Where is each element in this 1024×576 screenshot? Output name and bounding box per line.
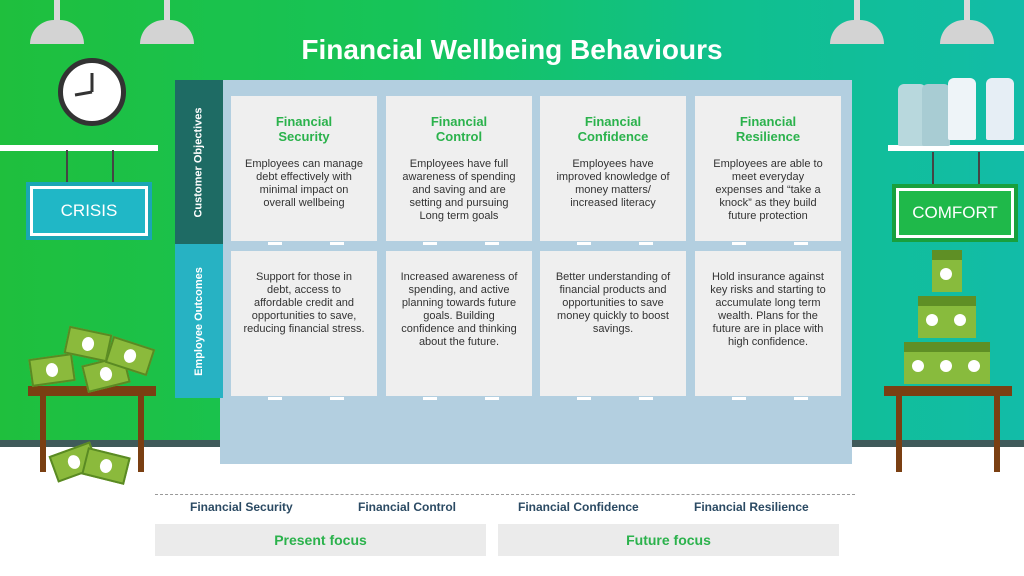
- savings-box-icon: [946, 296, 976, 338]
- savings-box-icon: [918, 296, 948, 338]
- footer-label-confidence: Financial Confidence: [518, 500, 639, 514]
- card-tab: [330, 397, 344, 400]
- floor: [0, 447, 1024, 576]
- savings-box-icon: [932, 250, 962, 292]
- card-tab: [577, 397, 591, 400]
- card-tab: [732, 397, 746, 400]
- outcome-card-confidence: Better understanding of financial produc…: [540, 251, 686, 396]
- footer-label-security: Financial Security: [190, 500, 293, 514]
- card-body: Support for those in debt, access to aff…: [243, 271, 365, 335]
- savings-box-icon: [932, 342, 962, 384]
- water-bottle-icon: [898, 84, 926, 146]
- card-tab: [485, 242, 499, 245]
- card-body: Employees have full awareness of spendin…: [402, 158, 516, 222]
- outcome-card-control: Increased awareness of spending, and act…: [386, 251, 532, 396]
- card-body: Better understanding of financial produc…: [555, 271, 671, 335]
- card-body: Increased awareness of spending, and act…: [400, 271, 518, 348]
- shelf-right: [888, 145, 1024, 151]
- future-focus-bar: Future focus: [498, 524, 839, 556]
- shelf-left: [0, 145, 158, 151]
- water-bottle-icon: [948, 78, 976, 140]
- card-tab: [423, 242, 437, 245]
- clock-icon: [58, 58, 126, 126]
- comfort-sign: COMFORT: [892, 184, 1018, 242]
- sign-hanger: [112, 150, 114, 188]
- outcome-card-security: Support for those in debt, access to aff…: [231, 251, 377, 396]
- savings-box-icon: [960, 342, 990, 384]
- card-body: Employees are able to meet everyday expe…: [713, 158, 823, 222]
- savings-box-icon: [904, 342, 934, 384]
- ceiling-lamp-icon: [30, 0, 84, 44]
- sign-hanger: [932, 152, 934, 190]
- outcome-card-resilience: Hold insurance against key risks and sta…: [695, 251, 841, 396]
- card-tab: [423, 397, 437, 400]
- water-bottle-icon: [986, 78, 1014, 140]
- card-tab: [794, 397, 808, 400]
- card-tab: [794, 242, 808, 245]
- card-tab: [732, 242, 746, 245]
- employee-outcomes-label: Employee Outcomes: [175, 244, 223, 398]
- sign-hanger: [978, 152, 980, 190]
- card-tab: [268, 242, 282, 245]
- page-title: Financial Wellbeing Behaviours: [301, 34, 723, 65]
- ceiling-lamp-icon: [830, 0, 884, 44]
- card-body: Employees have improved knowledge of mon…: [556, 158, 670, 209]
- customer-objectives-label: Customer Objectives: [175, 80, 223, 244]
- ceiling-lamp-icon: [940, 0, 994, 44]
- card-tab: [330, 242, 344, 245]
- crisis-sign: CRISIS: [26, 182, 152, 240]
- card-tab: [577, 242, 591, 245]
- card-body: Employees can manage debt effectively wi…: [244, 158, 363, 209]
- ceiling-lamp-icon: [140, 0, 194, 44]
- card-tab: [485, 397, 499, 400]
- footer-label-resilience: Financial Resilience: [694, 500, 809, 514]
- footer-label-control: Financial Control: [358, 500, 457, 514]
- card-body: Hold insurance against key risks and sta…: [710, 271, 826, 348]
- card-tab: [639, 242, 653, 245]
- perspective-line: [155, 494, 855, 495]
- sign-hanger: [66, 150, 68, 188]
- water-bottle-icon: [922, 84, 950, 146]
- card-tab: [268, 397, 282, 400]
- present-focus-bar: Present focus: [155, 524, 486, 556]
- card-tab: [639, 397, 653, 400]
